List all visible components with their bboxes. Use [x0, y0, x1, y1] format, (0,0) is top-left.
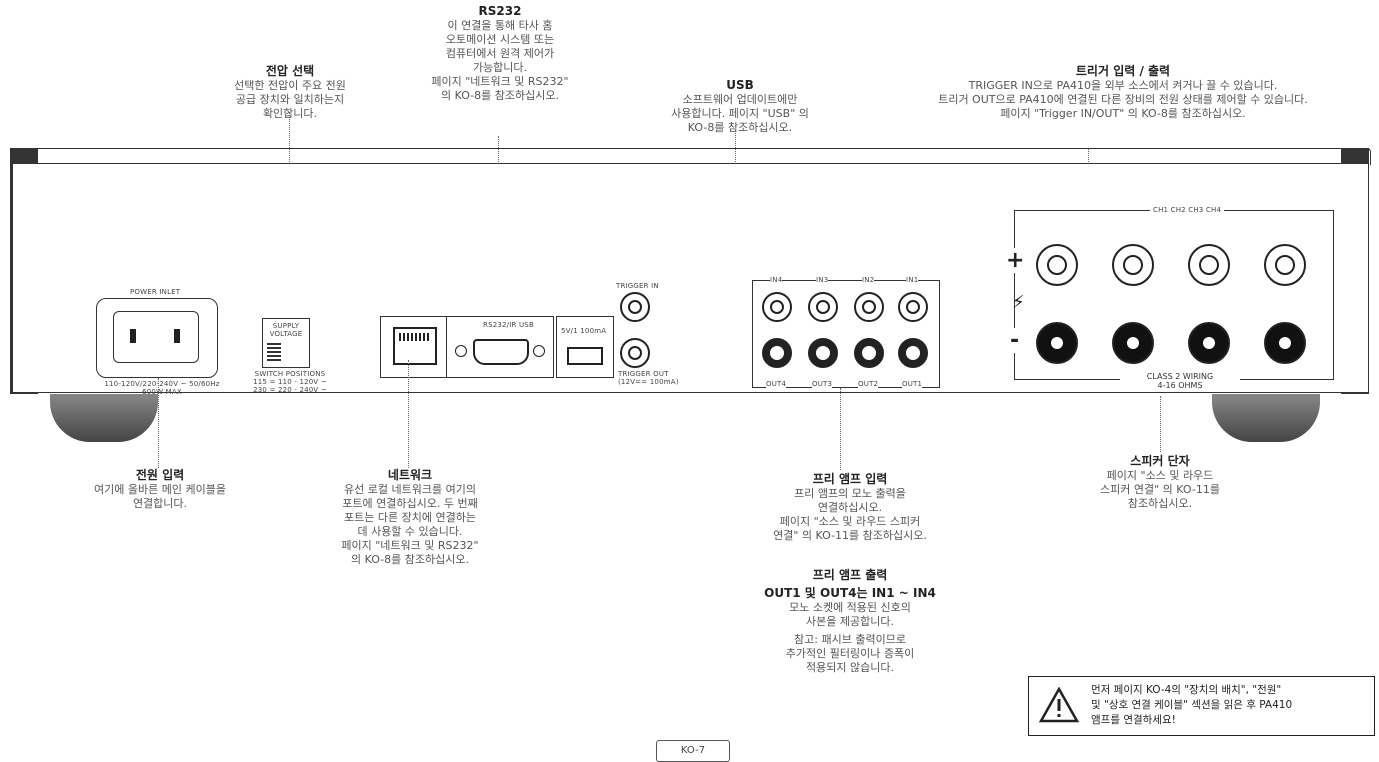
lightning-icon: ⚡: [1012, 292, 1025, 313]
supply-voltage-switch[interactable]: SUPPLY VOLTAGE: [262, 318, 310, 368]
preamp-out-jack-1[interactable]: [898, 338, 928, 368]
preamp-in-jack-4[interactable]: [762, 292, 792, 322]
foot-left: [50, 394, 158, 442]
trigger-in-jack[interactable]: [620, 292, 650, 322]
minus-sign: -: [1010, 328, 1020, 353]
rs232-usb-label: RS232/IR USB: [483, 321, 534, 329]
output-label-4: OUT1: [902, 380, 923, 388]
preamp-out-jack-4[interactable]: [762, 338, 792, 368]
channel-labels: CH1 CH2 CH3 CH4: [1150, 206, 1225, 214]
callout-title: 네트워크: [387, 468, 433, 482]
callout-title: RS232: [478, 4, 522, 18]
trigger-out-label: TRIGGER OUT (12V== 100mA): [618, 370, 679, 386]
power-inlet-label: POWER INLET: [130, 288, 181, 296]
callout-power: 전원 입력 여기에 올바른 메인 케이블을 연결합니다.: [60, 468, 260, 511]
callout-body: 프리 앰프의 모노 출력을 연결하십시오. 페이지 "소스 및 라우드 스피커 …: [773, 487, 927, 542]
rs232-port-frame: RS232/IR USB: [446, 316, 554, 378]
speaker-minus-ch1[interactable]: [1036, 322, 1078, 364]
callout-body: 유선 로컬 네트워크를 여기의 포트에 연결하십시오. 두 번째 포트는 다른 …: [341, 483, 479, 566]
callout-usb: USB 소프트웨어 업데이트에만 사용합니다. 페이지 "USB" 의 KO-8…: [630, 78, 850, 135]
callout-voltage: 전압 선택 선택한 전압이 주요 전원 공급 장치와 일치하는지 확인합니다.: [200, 64, 380, 121]
callout-note: 참고: 패시브 출력이므로 추가적인 필터링이나 증폭이 적용되지 않습니다.: [785, 633, 915, 674]
output-label-3: OUT2: [858, 380, 879, 388]
switch-slider: [267, 343, 281, 363]
input-label-1: IN4: [770, 276, 783, 284]
callout-body: 선택한 전압이 주요 전원 공급 장치와 일치하는지 확인합니다.: [234, 79, 346, 120]
callout-body: 이 연결을 통해 타사 홈 오토메이션 시스템 또는 컴퓨터에서 원격 제어가 …: [431, 19, 569, 102]
speaker-minus-ch4[interactable]: [1264, 322, 1306, 364]
callout-title: 프리 앰프 출력: [812, 568, 888, 582]
page-number: KO-7: [656, 740, 730, 762]
output-label-2: OUT3: [812, 380, 833, 388]
preamp-out-jack-3[interactable]: [808, 338, 838, 368]
warning-text: 먼저 페이지 KO-4의 "장치의 배치", "전원" 및 "상호 연결 케이블…: [1091, 684, 1293, 726]
ethernet-port[interactable]: [380, 316, 448, 378]
callout-body: 페이지 "소스 및 라우드 스피커 연결" 의 KO-11를 참조하십시오.: [1100, 469, 1220, 510]
callout-title: 프리 앰프 입력: [812, 472, 888, 486]
preamp-in-jack-2[interactable]: [854, 292, 884, 322]
callout-body: 모노 소켓에 적용된 신호의 사본을 제공합니다.: [789, 601, 911, 628]
input-label-2: IN3: [816, 276, 829, 284]
callout-speaker: 스피커 단자 페이지 "소스 및 라우드 스피커 연결" 의 KO-11를 참조…: [1040, 454, 1280, 511]
speaker-plus-ch4[interactable]: [1264, 244, 1306, 286]
callout-title: 전원 입력: [135, 468, 185, 482]
leader-preamp: [840, 388, 841, 470]
rs232-screw-right: [533, 345, 545, 357]
input-label-4: IN1: [906, 276, 919, 284]
speaker-minus-ch2[interactable]: [1112, 322, 1154, 364]
callout-body: 소프트웨어 업데이트에만 사용합니다. 페이지 "USB" 의 KO-8를 참조…: [671, 93, 809, 134]
callout-preamp-out: 프리 앰프 출력 OUT1 및 OUT4는 IN1 ~ IN4 모노 소켓에 적…: [730, 568, 970, 675]
usb-port-frame: 5V/1 100mA: [556, 316, 614, 378]
rs232-connector[interactable]: [473, 339, 529, 365]
output-label-1: OUT4: [766, 380, 787, 388]
callout-title: 스피커 단자: [1130, 454, 1190, 468]
warning-box: 먼저 페이지 KO-4의 "장치의 배치", "전원" 및 "상호 연결 케이블…: [1028, 676, 1375, 736]
foot-right: [1212, 394, 1320, 442]
rs232-screw-left: [455, 345, 467, 357]
leader-power: [158, 378, 159, 468]
callout-preamp-in: 프리 앰프 입력 프리 앰프의 모노 출력을 연결하십시오. 페이지 "소스 및…: [730, 472, 970, 543]
speaker-minus-ch3[interactable]: [1188, 322, 1230, 364]
preamp-out-jack-2[interactable]: [854, 338, 884, 368]
warning-triangle-icon: [1039, 687, 1079, 723]
preamp-in-jack-1[interactable]: [898, 292, 928, 322]
usb-power-label: 5V/1 100mA: [561, 327, 607, 335]
usb-connector[interactable]: [567, 347, 603, 365]
callout-body: 여기에 올바른 메인 케이블을 연결합니다.: [94, 483, 226, 510]
speaker-plus-ch1[interactable]: [1036, 244, 1078, 286]
leader-speaker: [1160, 396, 1161, 452]
callout-network: 네트워크 유선 로컬 네트워크를 여기의 포트에 연결하십시오. 두 번째 포트…: [290, 468, 530, 567]
speaker-plus-ch2[interactable]: [1112, 244, 1154, 286]
speaker-plus-ch3[interactable]: [1188, 244, 1230, 286]
supply-voltage-label: SUPPLY VOLTAGE: [269, 322, 303, 338]
switch-positions: SWITCH POSITIONS 115 = 110 - 120V ~ 230 …: [253, 370, 327, 394]
input-label-3: IN2: [862, 276, 875, 284]
power-pin-left: [130, 329, 136, 343]
leader-usb: [735, 130, 736, 176]
callout-title: 트리거 입력 / 출력: [1075, 64, 1171, 78]
leader-network: [408, 360, 409, 468]
preamp-in-jack-3[interactable]: [808, 292, 838, 322]
trigger-in-label: TRIGGER IN: [616, 282, 659, 290]
callout-trigger: 트리거 입력 / 출력 TRIGGER IN으로 PA410을 외부 소스에서 …: [878, 64, 1368, 121]
plus-sign: +: [1006, 248, 1025, 273]
power-pin-right: [174, 329, 180, 343]
power-inlet-socket: [113, 311, 199, 363]
callout-subtitle: OUT1 및 OUT4는 IN1 ~ IN4: [764, 586, 936, 600]
trigger-out-jack[interactable]: [620, 338, 650, 368]
callout-rs232: RS232 이 연결을 통해 타사 홈 오토메이션 시스템 또는 컴퓨터에서 원…: [400, 4, 600, 103]
callout-body: TRIGGER IN으로 PA410을 외부 소스에서 켜거나 끌 수 있습니다…: [938, 79, 1308, 120]
ethernet-connector: [393, 327, 437, 365]
callout-title: 전압 선택: [265, 64, 315, 78]
ethernet-contacts: [399, 333, 429, 341]
power-inlet[interactable]: [96, 298, 218, 378]
power-spec: 110-120V/220-240V ~ 50/60Hz 600W MAX: [104, 380, 220, 396]
class2-wiring: CLASS 2 WIRING 4-16 OHMS: [1120, 372, 1240, 390]
callout-title: USB: [726, 78, 754, 92]
